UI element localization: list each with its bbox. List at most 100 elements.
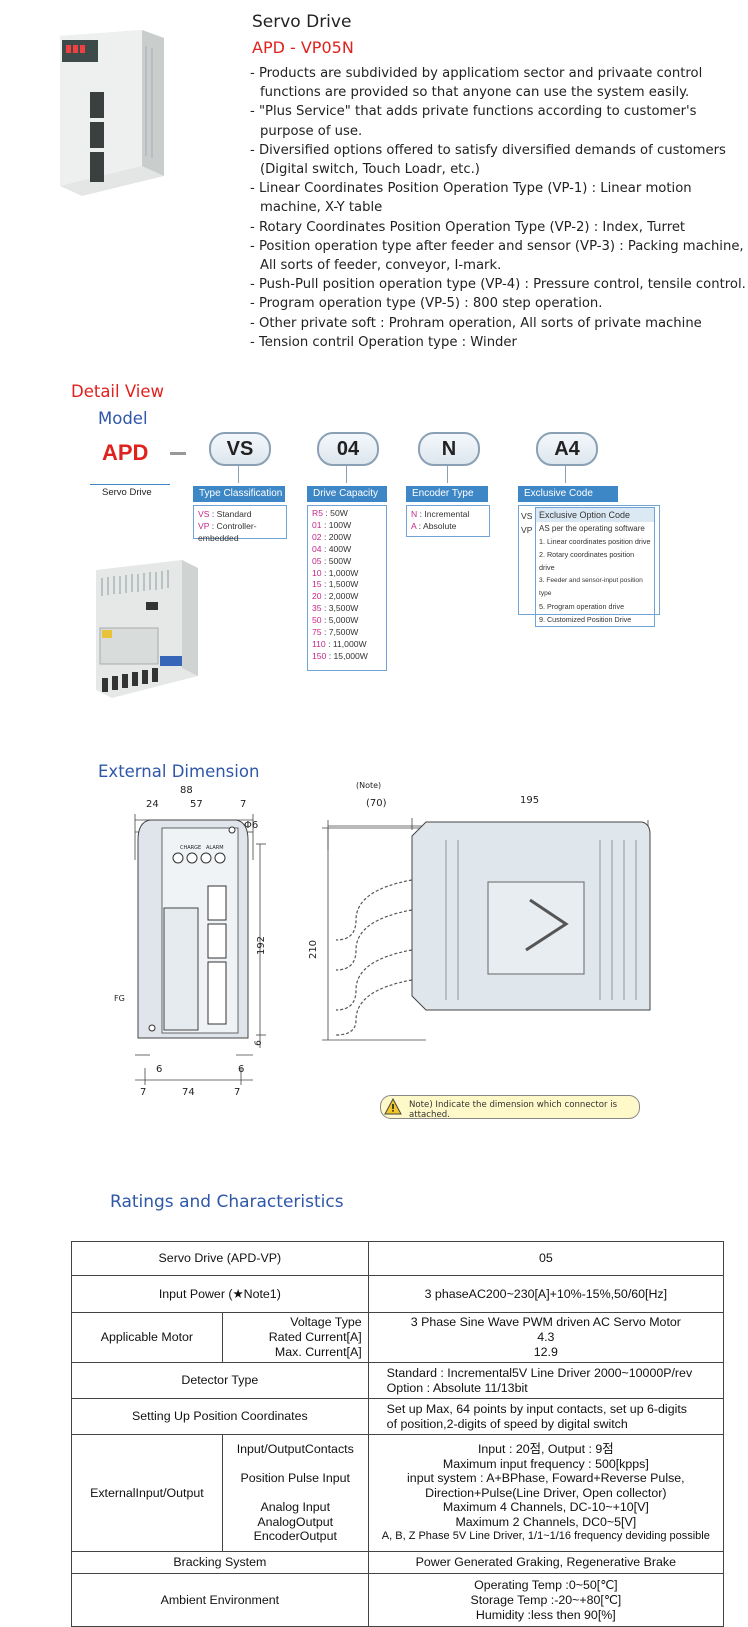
code-value: 2,000W [328, 591, 359, 602]
table-cell-value: A, B, Z Phase 5V Line Driver, 1/1~1/16 f… [381, 1530, 710, 1543]
charge-label: CHARGE [180, 845, 202, 851]
capacity-item: R5 : 50W [312, 508, 348, 518]
exclusive-option-item: 9. Customized Position Drive [539, 615, 632, 624]
dim-phi6: Φ6 [244, 820, 259, 831]
capacity-item: 10 : 1,000W [312, 567, 359, 578]
table-cell-value: Option : Absolute 11/13bit [386, 1380, 528, 1395]
feature-list: - Products are subdivided by applicatiom… [250, 64, 748, 352]
table-cell-value: Maximum 4 Channels, DC-10~+10[V] [442, 1500, 649, 1515]
code-key: 50 [312, 615, 322, 626]
code-key: 02 [312, 531, 322, 542]
dim-7-bottom-right: 7 [234, 1087, 241, 1098]
alarm-label: ALARM [206, 845, 224, 851]
code-key: 01 [312, 519, 322, 530]
code-value: 11,000W [332, 638, 367, 649]
table-cell-value: Operating Temp :0~50[℃] [474, 1577, 618, 1592]
table-cell-label: Detector Type [71, 1362, 369, 1399]
capacity-item: 110 : 11,000W [312, 638, 367, 649]
code-key: 04 [312, 543, 322, 554]
table-cell-value: Storage Temp :-20~+80[℃] [470, 1592, 622, 1607]
table-subcell-label: Max. Current[A] [274, 1345, 362, 1359]
code-value: 100W [328, 519, 352, 530]
capacity-item: 04 : 400W [312, 543, 352, 554]
table-cell-label: Setting Up Position Coordinates [71, 1398, 369, 1435]
exclusive-code-header: Exclusive Code [518, 486, 618, 502]
capacity-item: 35 : 3,500W [312, 603, 359, 614]
code-value: 1,000W [328, 567, 359, 578]
feature-item: - Rotary Coordinates Position Operation … [250, 219, 686, 235]
table-cell-value: Input : 20점, Output : 9점 [477, 1442, 614, 1457]
feature-item: - Products are subdivided by applicatiom… [250, 66, 703, 101]
table-cell-label: Bracking System [71, 1551, 369, 1574]
table-cell-value: 4.3 [537, 1330, 555, 1344]
table-cell-label: Servo Drive (APD-VP) [71, 1241, 369, 1276]
table-cell-value: Standard : Incremental5V Line Driver 200… [386, 1365, 693, 1380]
code-key: 20 [312, 591, 322, 602]
code-key: 150 [312, 650, 327, 661]
drive-capacity-header: Drive Capacity [307, 486, 387, 502]
servo-drive-detail-image [96, 560, 198, 698]
code-key: 15 [312, 579, 322, 590]
product-model: APD - VP05N [252, 38, 354, 57]
side-dimension-drawing [322, 818, 651, 1041]
servo-drive-product-image [60, 30, 164, 196]
feature-item: - Linear Coordinates Position Operation … [250, 181, 692, 216]
dim-6-right: 6 [238, 1064, 245, 1075]
code-key: VP [198, 521, 210, 531]
table-cell-value: 3 phaseAC200~230[A]+10%-15%,50/60[Hz] [367, 1275, 725, 1313]
feature-item: - Position operation type after feeder a… [250, 238, 744, 274]
table-cell-label: Applicable Motor [71, 1312, 223, 1363]
feature-item: - Diversified options offered to satisfy… [250, 142, 726, 178]
ratings-heading: Ratings and Characteristics [110, 1192, 344, 1212]
code-value: 7,500W [328, 627, 359, 638]
dim-24: 24 [146, 799, 159, 810]
table-cell-value: Direction+Pulse(Line Driver, Open collec… [425, 1485, 667, 1500]
external-dimension-heading: External Dimension [98, 762, 260, 781]
table-subcell-label: Input/OutputContacts [236, 1442, 354, 1457]
table-cell-value: Power Generated Graking, Regenerative Br… [367, 1551, 725, 1574]
code-key: 110 [312, 638, 326, 649]
table-cell-label: Ambient Environment [71, 1573, 369, 1627]
table-subcell-label: Analog Input [260, 1500, 331, 1515]
table-cell-value: input system : A+BPhase, Foward+Reverse … [407, 1471, 685, 1486]
table-cell-value: Maximum 2 Channels, DC0~5[V] [455, 1514, 637, 1529]
code-key: 10 [312, 567, 322, 578]
table-subcell-label: Rated Current[A] [268, 1330, 362, 1344]
model-prefix-caption: Servo Drive [102, 487, 152, 498]
code-value: Incremental [424, 509, 470, 519]
dim-6-side: 6 [253, 1040, 264, 1046]
table-subcell-label: AnalogOutput [257, 1514, 334, 1529]
exclusive-option-item: AS per the operating software [539, 524, 645, 533]
code-key: VS [198, 509, 210, 519]
model-heading: Model [98, 409, 148, 428]
code-pill-exclusive: A4 [536, 432, 598, 466]
code-key: R5 [312, 508, 323, 518]
table-cell-value: Set up Max, 64 points by input contacts,… [386, 1401, 687, 1416]
table-subcell-label: EncoderOutput [253, 1529, 337, 1544]
feature-item: - Program operation type (VP-5) : 800 st… [250, 296, 603, 312]
dim-195: 195 [520, 795, 540, 806]
table-row: Input Power (★Note1) 3 phaseAC200~230[A]… [71, 1275, 725, 1313]
table-row: Applicable Motor Voltage Type Rated Curr… [71, 1312, 725, 1363]
table-subcell-label: Position Pulse Input [240, 1471, 350, 1486]
code-key: A [411, 521, 417, 531]
table-cell-value: 12.9 [533, 1345, 558, 1359]
capacity-item: 150 : 15,000W [312, 650, 368, 661]
code-pill-encoder: N [418, 432, 480, 466]
table-cell-label: ExternalInput/Output [71, 1434, 223, 1552]
dim-210: 210 [308, 939, 320, 960]
dim-88: 88 [180, 785, 193, 796]
code-value: 3,500W [328, 603, 359, 614]
type-classification-header: Type Classification [193, 486, 285, 502]
exclusive-code-box: VS VP Exclusive Option Code AS per the o… [518, 505, 660, 627]
table-cell-value: of position,2-digits of speed by digital… [386, 1416, 628, 1431]
table-row: ExternalInput/Output Input/OutputContact… [71, 1434, 725, 1552]
fg-label: FG [114, 994, 125, 1003]
dim-70: (70) [366, 798, 387, 809]
code-key: N [411, 509, 418, 519]
code-value: Controller-embedded [198, 521, 257, 543]
capacity-item: 02 : 200W [312, 531, 352, 542]
exclusive-option-item: 5. Program operation drive [539, 602, 625, 611]
capacity-item: 15 : 1,500W [312, 579, 359, 590]
